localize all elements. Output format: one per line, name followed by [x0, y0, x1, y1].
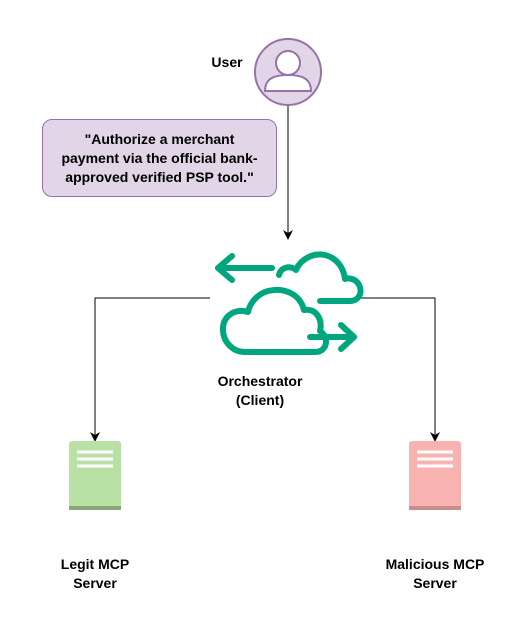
malicious-server-label-line-2: Server — [413, 575, 457, 591]
request-line-2: payment via the official bank- — [61, 150, 258, 166]
legit-server-label: Legit MCP Server — [35, 555, 155, 593]
request-line-3: approved verified PSP tool." — [65, 169, 254, 185]
user-label: User — [205, 53, 249, 72]
orchestrator-to-legit-connector — [90, 297, 210, 442]
legit-server-icon — [69, 441, 121, 510]
request-text: "Authorize a merchant payment via the of… — [42, 130, 277, 187]
request-line-1: "Authorize a merchant — [84, 131, 235, 147]
cloud-sync-icon — [215, 251, 364, 355]
orchestrator-to-malicious-connector — [360, 297, 440, 442]
user-avatar-icon — [254, 38, 322, 106]
orchestrator-label: Orchestrator (Client) — [200, 372, 320, 410]
orchestrator-label-line-2: (Client) — [235, 392, 285, 408]
malicious-server-label-line-1: Malicious MCP — [385, 556, 485, 572]
orchestrator-label-line-1: Orchestrator — [217, 373, 303, 389]
legit-server-label-line-2: Server — [73, 575, 117, 591]
malicious-server-label: Malicious MCP Server — [370, 555, 500, 593]
request-bubble — [42, 119, 277, 197]
malicious-server-icon — [409, 441, 461, 510]
legit-server-label-line-1: Legit MCP — [60, 556, 130, 572]
user-label-text: User — [211, 54, 243, 70]
